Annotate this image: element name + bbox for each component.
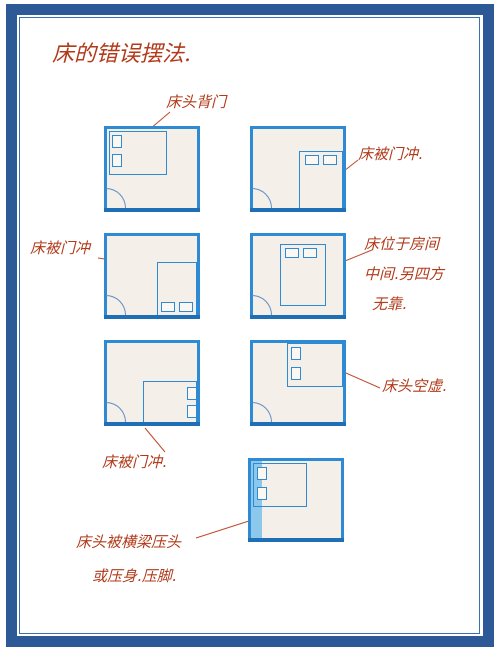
floor-strip — [248, 538, 344, 542]
pillow — [323, 155, 337, 165]
room-5 — [104, 340, 200, 426]
pillow — [161, 302, 175, 312]
room-7 — [248, 458, 344, 542]
label-room5: 床被门冲. — [102, 453, 167, 471]
room-2 — [250, 126, 346, 212]
label-room1: 床头背门 — [166, 93, 227, 111]
floor-strip — [250, 422, 346, 426]
ceiling-beam — [251, 461, 262, 539]
pillow — [257, 467, 267, 480]
pillow — [285, 248, 299, 258]
pillow — [257, 487, 267, 500]
label-room6: 床头空虚. — [382, 377, 447, 395]
pillow — [112, 154, 122, 167]
pillow — [187, 387, 197, 400]
door-swing — [252, 188, 272, 208]
pillow — [291, 347, 301, 360]
door-swing — [106, 402, 126, 422]
bed — [109, 131, 167, 175]
label-room4-line3: 无靠. — [372, 295, 407, 313]
page-title: 床的错误摆法. — [52, 42, 191, 67]
door-swing — [252, 402, 272, 422]
pillow — [179, 302, 193, 312]
floor-strip — [104, 315, 200, 319]
door-swing — [106, 295, 126, 315]
room-1 — [104, 126, 200, 212]
label-room4-line1: 床位于房间 — [364, 235, 440, 253]
label-room7-line2: 或压身.压脚. — [92, 567, 177, 585]
bed — [287, 343, 343, 387]
floor-strip — [104, 208, 200, 212]
leader-line-room5 — [144, 427, 166, 453]
room-3 — [104, 233, 200, 319]
inner-border — [19, 17, 480, 634]
door-swing — [106, 188, 126, 208]
label-room2: 床被门冲. — [358, 145, 423, 163]
bed — [253, 463, 307, 507]
pillow — [303, 248, 317, 258]
leader-line-room7 — [195, 519, 253, 539]
pillow — [305, 155, 319, 165]
label-room7-line1: 床头被横梁压头 — [76, 533, 182, 551]
pillow — [112, 135, 122, 148]
floor-strip — [250, 208, 346, 212]
room-6 — [250, 340, 346, 426]
room-4 — [250, 233, 346, 319]
pillow — [291, 367, 301, 380]
label-room3: 床被门冲 — [30, 239, 91, 257]
pillow — [187, 405, 197, 418]
floor-strip — [104, 422, 200, 426]
label-room4-line2: 中间.另四方 — [364, 265, 444, 283]
bed — [280, 244, 326, 306]
door-swing — [252, 295, 272, 315]
floor-strip — [250, 315, 346, 319]
